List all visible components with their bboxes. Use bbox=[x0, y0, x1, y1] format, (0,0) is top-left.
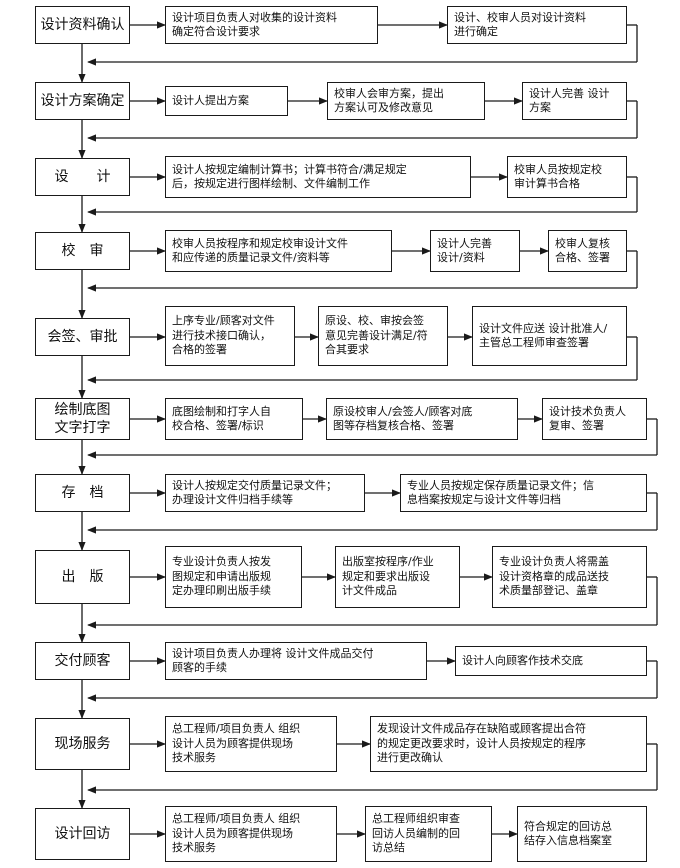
step-box: 上序专业/顾客对文件 进行技术接口确认， 合格的签署 bbox=[165, 306, 295, 366]
step-box: 总工程师组织审查 回访人员编制的回 访总结 bbox=[365, 806, 492, 862]
step-text: 设计人提出方案 bbox=[172, 93, 249, 107]
step-text: 总工程师/项目负责人 组织 设计人员为顾客提供现场 技术服务 bbox=[172, 812, 301, 855]
step-text: 原设、校、审按会签 意见完善设计满足/符 合其要求 bbox=[325, 314, 428, 357]
step-box: 符合规定的回访总 结存入信息档案室 bbox=[517, 806, 647, 862]
stage-archive: 存 档 bbox=[35, 474, 130, 512]
stage-label: 设 计 bbox=[54, 169, 111, 185]
step-text: 设计、校审人员对设计资料 进行确定 bbox=[454, 10, 586, 39]
step-text: 设计人完善 设计方案 bbox=[529, 86, 610, 115]
step-text: 校审人会审方案，提出 方案认可及修改意见 bbox=[334, 86, 444, 115]
stage-countersign-approve: 会签、审批 bbox=[35, 318, 130, 356]
step-text: 原设校审人/会签人/顾客对底 图等存档复核合格、签署 bbox=[333, 404, 473, 433]
step-box: 设计人提出方案 bbox=[165, 86, 288, 116]
step-box: 校审人会审方案，提出 方案认可及修改意见 bbox=[327, 82, 485, 120]
stage-onsite-service: 现场服务 bbox=[35, 718, 130, 770]
step-text: 专业设计负责人将需盖 设计资格章的成品送技 术质量部登记、盖章 bbox=[499, 555, 609, 598]
step-text: 设计人按规定交付质量记录文件； 办理设计文件归档手续等 bbox=[172, 478, 337, 507]
step-text: 设计人向顾客作技术交底 bbox=[462, 653, 583, 667]
step-text: 总工程师组织审查 回访人员编制的回 访总结 bbox=[372, 812, 460, 855]
step-box: 校审人员按程序和规定校审设计文件 和应传递的质量记录文件/资料等 bbox=[165, 230, 392, 272]
step-box: 设计人完善 设计/资料 bbox=[430, 230, 520, 272]
stage-label: 设计方案确定 bbox=[40, 93, 125, 109]
step-box: 校审人复核 合格、签署 bbox=[548, 230, 627, 272]
step-text: 符合规定的回访总 结存入信息档案室 bbox=[524, 819, 612, 848]
step-box: 设计文件应送 设计批准人/ 主管总工程师审查签署 bbox=[472, 306, 627, 366]
stage-label: 设计回访 bbox=[54, 826, 111, 842]
stage-label: 交付顾客 bbox=[54, 653, 111, 669]
stage-deliver-customer: 交付顾客 bbox=[35, 642, 130, 680]
stage-label: 存 档 bbox=[61, 485, 104, 501]
step-box: 专业设计负责人将需盖 设计资格章的成品送技 术质量部登记、盖章 bbox=[492, 546, 647, 608]
stage-label: 会签、审批 bbox=[47, 329, 118, 345]
step-box: 专业设计负责人按发 图规定和申请出版规 定办理印刷出版手续 bbox=[165, 546, 302, 608]
step-box: 设计、校审人员对设计资料 进行确定 bbox=[447, 6, 627, 44]
step-box: 设计人按规定交付质量记录文件； 办理设计文件归档手续等 bbox=[165, 474, 365, 512]
step-text: 校审人员按规定校 审计算书合格 bbox=[514, 162, 602, 191]
stage-publish: 出 版 bbox=[35, 550, 130, 604]
stage-design-revisit: 设计回访 bbox=[35, 808, 130, 860]
stage-label: 出 版 bbox=[61, 569, 104, 585]
stage-label: 校 审 bbox=[61, 243, 104, 259]
step-text: 专业设计负责人按发 图规定和申请出版规 定办理印刷出版手续 bbox=[172, 555, 271, 598]
stage-design: 设 计 bbox=[35, 158, 130, 196]
step-text: 校审人员按程序和规定校审设计文件 和应传递的质量记录文件/资料等 bbox=[172, 236, 348, 265]
step-text: 发现设计文件成品存在缺陷或顾客提出合符 的规定更改要求时，设计人员按规定的程序 … bbox=[377, 722, 586, 765]
step-text: 设计人完善 设计/资料 bbox=[437, 236, 492, 265]
step-text: 设计项目负责人办理将 设计文件成品交付 顾客的手续 bbox=[172, 646, 374, 675]
step-box: 原设校审人/会签人/顾客对底 图等存档复核合格、签署 bbox=[326, 398, 518, 440]
stage-scheme-confirm: 设计方案确定 bbox=[35, 82, 130, 120]
step-text: 设计人按规定编制计算书；计算书符合/满足规定 后，按规定进行图样绘制、文件编制工… bbox=[172, 162, 407, 191]
step-text: 专业人员按规定保存质量记录文件；信 息档案按规定与设计文件等归档 bbox=[407, 478, 594, 507]
stage-label: 设计资料确认 bbox=[40, 17, 125, 33]
stage-label: 现场服务 bbox=[54, 736, 111, 752]
stage-review: 校 审 bbox=[35, 232, 130, 270]
step-box: 出版室按程序/作业 规定和要求出版设 计文件成品 bbox=[335, 546, 460, 608]
step-box: 底图绘制和打字人自 校合格、签署/标识 bbox=[165, 398, 303, 440]
step-box: 设计项目负责人办理将 设计文件成品交付 顾客的手续 bbox=[165, 642, 427, 680]
step-box: 设计人向顾客作技术交底 bbox=[455, 646, 647, 676]
step-text: 校审人复核 合格、签署 bbox=[555, 236, 610, 265]
stage-design-data-confirm: 设计资料确认 bbox=[35, 6, 130, 44]
step-text: 出版室按程序/作业 规定和要求出版设 计文件成品 bbox=[342, 555, 434, 598]
step-box: 设计人按规定编制计算书；计算书符合/满足规定 后，按规定进行图样绘制、文件编制工… bbox=[165, 156, 471, 198]
stage-draw-typeset: 绘制底图 文字打字 bbox=[35, 398, 130, 440]
step-box: 总工程师/项目负责人 组织 设计人员为顾客提供现场 技术服务 bbox=[165, 806, 337, 862]
step-text: 底图绘制和打字人自 校合格、签署/标识 bbox=[172, 404, 271, 433]
step-box: 专业人员按规定保存质量记录文件；信 息档案按规定与设计文件等归档 bbox=[400, 474, 647, 512]
step-box: 原设、校、审按会签 意见完善设计满足/符 合其要求 bbox=[318, 306, 448, 366]
step-box: 设计人完善 设计方案 bbox=[522, 82, 627, 120]
step-box: 总工程师/项目负责人 组织 设计人员为顾客提供现场 技术服务 bbox=[165, 716, 337, 772]
step-text: 总工程师/项目负责人 组织 设计人员为顾客提供现场 技术服务 bbox=[172, 722, 301, 765]
stage-label: 绘制底图 文字打字 bbox=[54, 402, 111, 436]
step-box: 设计技术负责人 复审、签署 bbox=[542, 398, 647, 440]
step-box: 发现设计文件成品存在缺陷或顾客提出合符 的规定更改要求时，设计人员按规定的程序 … bbox=[370, 716, 647, 772]
step-box: 校审人员按规定校 审计算书合格 bbox=[507, 156, 627, 198]
step-text: 设计技术负责人 复审、签署 bbox=[549, 404, 626, 433]
step-box: 设计项目负责人对收集的设计资料 确定符合设计要求 bbox=[165, 6, 378, 44]
step-text: 设计文件应送 设计批准人/ 主管总工程师审查签署 bbox=[479, 321, 608, 350]
step-text: 上序专业/顾客对文件 进行技术接口确认， 合格的签署 bbox=[172, 314, 275, 357]
step-text: 设计项目负责人对收集的设计资料 确定符合设计要求 bbox=[172, 10, 337, 39]
